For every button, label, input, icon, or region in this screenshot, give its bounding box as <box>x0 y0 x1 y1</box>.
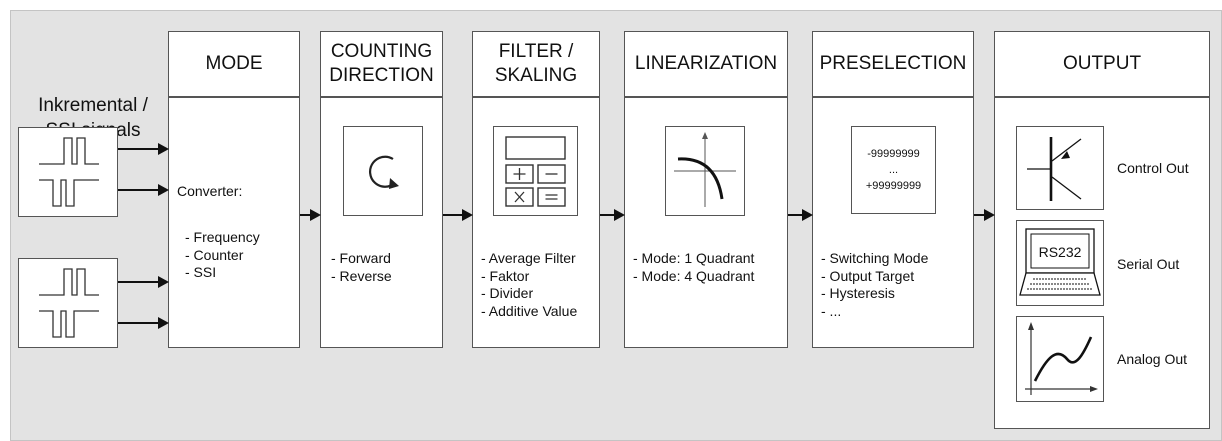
mode-converter-label: Converter: <box>177 183 243 199</box>
calculator-icon <box>505 136 566 207</box>
linearization-body: - Mode: 1 Quadrant - Mode: 4 Quadrant <box>624 97 788 348</box>
counting-direction-items: - Forward - Reverse <box>331 250 392 284</box>
filter-skaling-body: - Average Filter - Faktor - Divider - Ad… <box>472 97 600 348</box>
counting-direction-header: COUNTING DIRECTION <box>320 31 443 97</box>
mode-items: - Frequency - Counter - SSI <box>185 229 260 280</box>
analog-curve-icon <box>1025 322 1098 395</box>
signal-icon-box-bottom <box>18 258 118 348</box>
transistor-icon <box>1027 137 1082 201</box>
quadrant-curve-icon <box>674 132 736 207</box>
computer-terminal-icon: RS232 <box>1019 228 1101 296</box>
preselection-body: -99999999 ... +99999999 - Switching Mode… <box>812 97 974 348</box>
analog-out-label: Analog Out <box>1117 351 1188 367</box>
preselection-range: -99999999 ... +99999999 <box>851 126 936 214</box>
control-out-label: Control Out <box>1117 160 1189 176</box>
signal-icon-box-top <box>18 127 118 217</box>
filter-skaling-items: - Average Filter - Faktor - Divider - Ad… <box>481 250 578 319</box>
counting-direction-body: - Forward - Reverse <box>320 97 443 348</box>
square-wave-signal-icon <box>39 137 99 207</box>
calculator-icon-box <box>493 126 578 216</box>
output-header: OUTPUT <box>994 31 1210 97</box>
analog-out-icon-box <box>1016 316 1104 402</box>
output-body: Control Out RS232 Serial Out Analog <box>994 97 1210 429</box>
preselection-items: - Switching Mode - Output Target - Hyste… <box>821 250 929 319</box>
linearization-header: LINEARIZATION <box>624 31 788 97</box>
preselection-header: PRESELECTION <box>812 31 974 97</box>
linearization-items: - Mode: 1 Quadrant - Mode: 4 Quadrant <box>633 250 755 284</box>
control-out-icon-box <box>1016 126 1104 210</box>
serial-icon-text: RS232 <box>1039 244 1082 260</box>
filter-skaling-header: FILTER / SKALING <box>472 31 600 97</box>
serial-out-icon-box: RS232 <box>1016 220 1104 306</box>
direction-icon-box <box>343 126 423 216</box>
linearization-icon-box <box>665 126 745 216</box>
serial-out-label: Serial Out <box>1117 256 1180 272</box>
square-wave-signal-icon <box>39 268 99 338</box>
mode-body: Converter: - Frequency - Counter - SSI <box>168 97 300 348</box>
circular-arrow-icon <box>368 155 399 189</box>
mode-header: MODE <box>168 31 300 97</box>
